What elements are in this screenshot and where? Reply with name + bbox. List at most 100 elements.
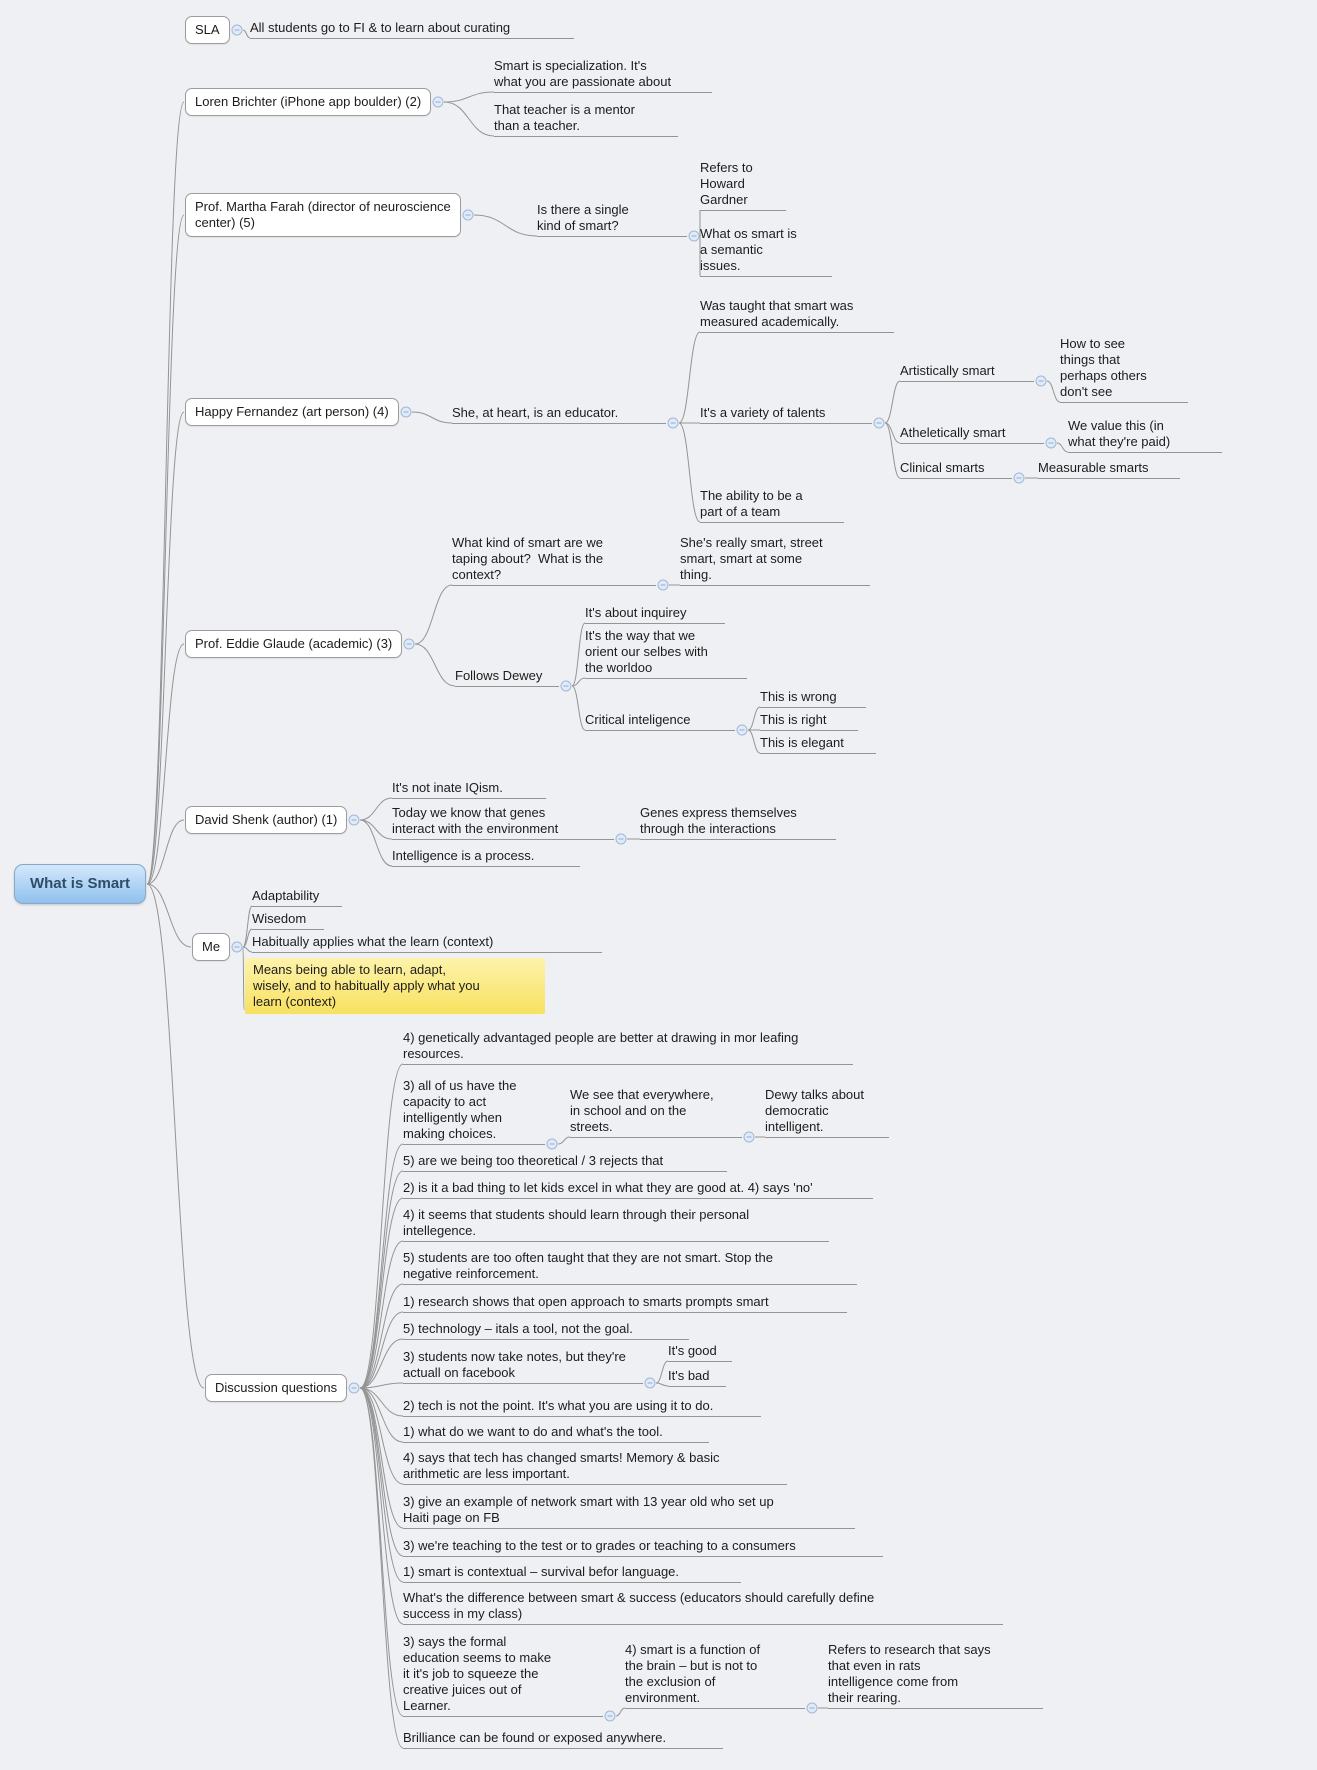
mindmap-node-q12[interactable]: 4) says that tech has changed smarts! Me… [403, 1450, 787, 1485]
mindmap-node-loren-c1[interactable]: Smart is specialization. It's what you a… [494, 58, 712, 93]
connector-line [1056, 442, 1069, 453]
connector-line [359, 819, 393, 840]
mindmap-node-david-c3[interactable]: Intelligence is a process. [392, 848, 580, 867]
mindmap-node-loren[interactable]: Loren Brichter (iPhone app boulder) (2) [185, 88, 432, 116]
collapse-toggle-icon[interactable] [604, 1710, 616, 1722]
mindmap-node-eddie-c2a[interactable]: It's about inquirey [585, 605, 725, 624]
mindmap-node-me-c3[interactable]: Habitually applies what the learn (conte… [252, 934, 602, 953]
mindmap-node-q8[interactable]: 5) technology – itals a tool, not the go… [403, 1321, 689, 1340]
collapse-toggle-icon[interactable] [348, 814, 360, 826]
connector-line [242, 905, 253, 948]
mindmap-node-q10[interactable]: 2) tech is not the point. It's what you … [403, 1398, 761, 1417]
collapse-toggle-icon[interactable] [560, 680, 572, 692]
mindmap-node-martha[interactable]: Prof. Martha Farah (director of neurosci… [185, 193, 461, 237]
mindmap-node-q9[interactable]: 3) students now take notes, but they're … [403, 1349, 643, 1384]
mindmap-node-eddie-c2[interactable]: Follows Dewey [455, 668, 559, 687]
mindmap-node-q17[interactable]: 3) says the formal education seems to ma… [403, 1634, 603, 1717]
mindmap-node-q2[interactable]: 3) all of us have the capacity to act in… [403, 1078, 545, 1145]
mindmap-node-q16[interactable]: What's the difference between smart & su… [403, 1590, 1003, 1625]
mindmap-node-q3[interactable]: 5) are we being too theoretical / 3 reje… [403, 1153, 727, 1172]
mindmap-root-node[interactable]: What is Smart [14, 864, 146, 904]
mindmap-node-q14[interactable]: 3) we're teaching to the test or to grad… [403, 1538, 883, 1557]
mindmap-node-loren-c2[interactable]: That teacher is a mentor than a teacher. [494, 102, 678, 137]
connector-line [146, 214, 185, 885]
mindmap-node-q17a[interactable]: 4) smart is a function of the brain – bu… [625, 1642, 805, 1709]
mindmap-node-martha-c1a[interactable]: Refers to Howard Gardner [700, 160, 786, 211]
mindmap-node-happy-c1b2a[interactable]: We value this (in what they're paid) [1068, 418, 1222, 453]
collapse-toggle-icon[interactable] [743, 1131, 755, 1143]
collapse-toggle-icon[interactable] [348, 1382, 360, 1394]
mindmap-node-happy[interactable]: Happy Fernandez (art person) (4) [185, 398, 399, 426]
mindmap-node-q2b[interactable]: Dewy talks about democratic intelligent. [765, 1087, 889, 1138]
mindmap-node-eddie-c2c1[interactable]: This is wrong [760, 689, 866, 708]
connector-line [359, 1387, 404, 1749]
connector-line [571, 622, 586, 687]
collapse-toggle-icon[interactable] [432, 96, 444, 108]
collapse-toggle-icon[interactable] [403, 638, 415, 650]
mindmap-node-q17b[interactable]: Refers to research that says that even i… [828, 1642, 1043, 1709]
collapse-toggle-icon[interactable] [1045, 437, 1057, 449]
collapse-toggle-icon[interactable] [657, 579, 669, 591]
collapse-toggle-icon[interactable] [806, 1702, 818, 1714]
collapse-toggle-icon[interactable] [873, 417, 885, 429]
mindmap-node-happy-c1b3a[interactable]: Measurable smarts [1038, 460, 1180, 479]
mindmap-node-eddie-c2c[interactable]: Critical inteligence [585, 712, 735, 731]
mindmap-node-eddie-c2c3[interactable]: This is elegant [760, 735, 876, 754]
mindmap-node-sla[interactable]: SLA [185, 16, 230, 44]
mindmap-node-q18[interactable]: Brilliance can be found or exposed anywh… [403, 1730, 723, 1749]
mindmap-node-happy-c1b2[interactable]: Atheletically smart [900, 425, 1044, 444]
mindmap-node-happy-c1a[interactable]: Was taught that smart was measured acade… [700, 298, 894, 333]
connector-line [359, 1387, 404, 1557]
mindmap-node-q2a[interactable]: We see that everywhere, in school and on… [570, 1087, 742, 1138]
mindmap-node-david[interactable]: David Shenk (author) (1) [185, 806, 348, 834]
mindmap-node-me-c1[interactable]: Adaptability [252, 888, 342, 907]
mindmap-node-happy-c1b[interactable]: It's a variety of talents [700, 405, 872, 424]
collapse-toggle-icon[interactable] [462, 209, 474, 221]
mindmap-node-eddie-c2c2[interactable]: This is right [760, 712, 858, 731]
mindmap-node-q7[interactable]: 1) research shows that open approach to … [403, 1294, 847, 1313]
mindmap-node-me[interactable]: Me [192, 933, 231, 961]
mindmap-node-david-c1[interactable]: It's not inate IQism. [392, 780, 546, 799]
mindmap-node-happy-c1b3[interactable]: Clinical smarts [900, 460, 1012, 479]
collapse-toggle-icon[interactable] [1035, 375, 1047, 387]
connector-line [359, 1063, 404, 1389]
mindmap-node-q6[interactable]: 5) students are too often taught that th… [403, 1250, 857, 1285]
collapse-toggle-icon[interactable] [400, 406, 412, 418]
mindmap-node-martha-c1b[interactable]: What os smart is a semantic issues. [700, 226, 832, 277]
mindmap-node-q15[interactable]: 1) smart is contextual – survival befor … [403, 1564, 741, 1583]
mindmap-node-happy-c1c[interactable]: The ability to be a part of a team [700, 488, 844, 523]
collapse-toggle-icon[interactable] [231, 941, 243, 953]
mindmap-node-eddie-c1[interactable]: What kind of smart are we taping about? … [452, 535, 656, 586]
mindmap-node-q11[interactable]: 1) what do we want to do and what's the … [403, 1424, 709, 1443]
mindmap-node-david-c2[interactable]: Today we know that genes interact with t… [392, 805, 614, 840]
mindmap-node-me-c4-highlighted[interactable]: Means being able to learn, adapt, wisely… [245, 958, 545, 1014]
collapse-toggle-icon[interactable] [736, 724, 748, 736]
connector-line [884, 380, 901, 424]
collapse-toggle-icon[interactable] [615, 833, 627, 845]
connector-line [359, 1387, 404, 1583]
mindmap-node-me-c2[interactable]: Wisedom [252, 911, 324, 930]
mindmap-node-discussion-questions[interactable]: Discussion questions [205, 1374, 348, 1402]
mindmap-node-q1[interactable]: 4) genetically advantaged people are bet… [403, 1030, 853, 1065]
mindmap-node-sla-c1[interactable]: All students go to FI & to learn about c… [250, 20, 574, 39]
collapse-toggle-icon[interactable] [688, 230, 700, 242]
mindmap-node-happy-c1b1a[interactable]: How to see things that perhaps others do… [1060, 336, 1188, 403]
mindmap-node-happy-c1b1[interactable]: Artistically smart [900, 363, 1034, 382]
mindmap-node-martha-c1[interactable]: Is there a single kind of smart? [537, 202, 687, 237]
collapse-toggle-icon[interactable] [644, 1377, 656, 1389]
mindmap-node-q9a[interactable]: It's good [668, 1343, 732, 1362]
mindmap-node-q9b[interactable]: It's bad [668, 1368, 726, 1387]
mindmap-node-q13[interactable]: 3) give an example of network smart with… [403, 1494, 855, 1529]
mindmap-node-happy-c1[interactable]: She, at heart, is an educator. [452, 405, 666, 424]
connector-line [1046, 380, 1061, 403]
mindmap-node-q5[interactable]: 4) it seems that students should learn t… [403, 1207, 829, 1242]
mindmap-node-eddie[interactable]: Prof. Eddie Glaude (academic) (3) [185, 630, 403, 658]
mindmap-node-david-c2a[interactable]: Genes express themselves through the int… [640, 805, 836, 840]
collapse-toggle-icon[interactable] [546, 1138, 558, 1150]
collapse-toggle-icon[interactable] [1013, 472, 1025, 484]
collapse-toggle-icon[interactable] [667, 417, 679, 429]
collapse-toggle-icon[interactable] [231, 24, 243, 36]
mindmap-node-q4[interactable]: 2) is it a bad thing to let kids excel i… [403, 1180, 873, 1199]
mindmap-node-eddie-c1a[interactable]: She's really smart, street smart, smart … [680, 535, 870, 586]
mindmap-node-eddie-c2b[interactable]: It's the way that we orient our selbes w… [585, 628, 747, 679]
